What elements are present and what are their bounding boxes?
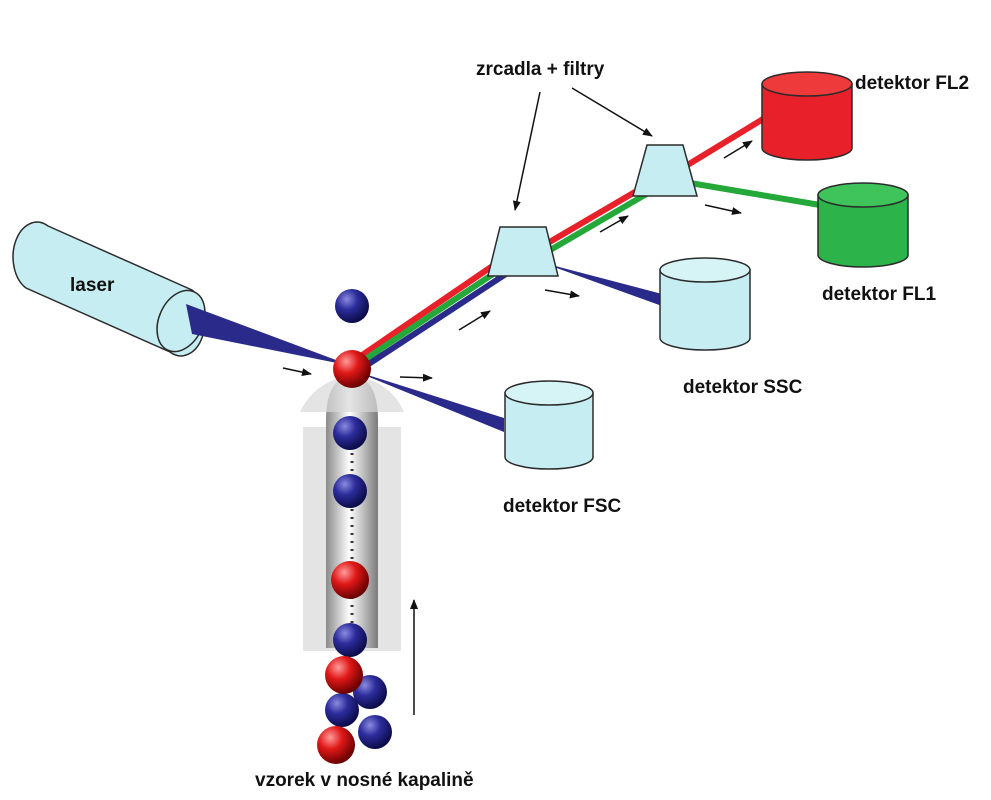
detector-fsc (504, 380, 594, 470)
detector-fl2 (761, 71, 853, 161)
laser-beam (186, 304, 352, 366)
particle-blue (353, 675, 387, 709)
optical-path (350, 113, 821, 374)
detector-fl1-label: detektor FL1 (822, 284, 937, 305)
mirror-filter-2 (632, 144, 698, 197)
laser-label: laser (70, 275, 115, 296)
particle-blue (358, 715, 392, 749)
spray-mist (300, 376, 404, 412)
mirror-filter-1 (487, 226, 559, 277)
particle-red-interrogated (333, 350, 371, 388)
arrow-ssc (544, 289, 580, 299)
particle-blue (333, 623, 367, 657)
green-beam-3 (689, 180, 821, 208)
fsc-beam (352, 370, 504, 432)
green-beam-1 (353, 257, 516, 369)
particle-blue (325, 693, 359, 727)
arrow-fl2 (723, 140, 753, 159)
detector-fsc-label: detektor FSC (503, 496, 622, 517)
arrow-fl1 (704, 204, 742, 215)
detector-fl2-label: detektor FL2 (855, 73, 970, 94)
particle-blue (333, 474, 367, 508)
arrow-beam-2 (599, 215, 629, 233)
arrow-laser-in (282, 367, 312, 377)
particle-blue (335, 289, 369, 323)
ssc-beam (540, 262, 662, 306)
detector-ssc (659, 257, 751, 351)
blue-beam-1 (356, 263, 520, 374)
particle-red (331, 561, 369, 599)
detector-fl1 (817, 182, 909, 268)
green-beam-2 (538, 186, 657, 259)
arrow-mirror-1 (512, 91, 541, 211)
arrow-mirror-2 (571, 87, 653, 137)
red-beam-2 (534, 179, 654, 253)
detector-ssc-label: detektor SSC (683, 377, 803, 398)
sample-label: vzorek v nosné kapalině (255, 770, 474, 791)
red-beam-3 (674, 113, 770, 175)
mirrors-filters-label: zrcadla + filtry (476, 59, 605, 80)
arrow-fsc (399, 373, 433, 382)
particles (317, 289, 392, 764)
red-beam-1 (350, 251, 512, 365)
arrow-beam-1 (458, 310, 491, 331)
particle-red (325, 656, 363, 694)
particle-red (317, 726, 355, 764)
direction-arrows (282, 87, 753, 715)
particle-blue (333, 416, 367, 450)
